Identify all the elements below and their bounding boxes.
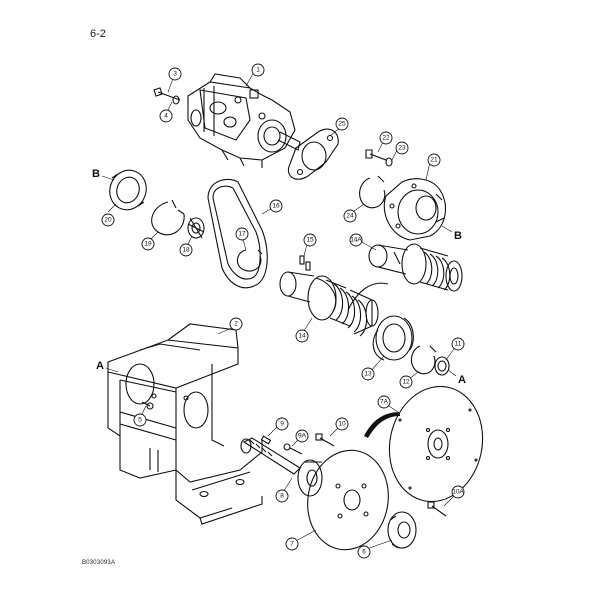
key-part-9	[260, 435, 272, 445]
snap-ring-part-24	[359, 175, 386, 209]
retaining-ring-part-17	[236, 249, 263, 272]
svg-text:17: 17	[238, 231, 246, 238]
set-screws-part-15	[299, 255, 311, 271]
frame-part-2	[107, 323, 263, 525]
callout-11: 11	[451, 337, 465, 351]
callout-7a: 7A	[377, 395, 391, 409]
callout-15: 15	[303, 233, 317, 247]
callout-25: 25	[335, 117, 349, 131]
washer-part-23	[385, 157, 393, 167]
callout-19: 19	[141, 237, 155, 251]
svg-text:21: 21	[430, 157, 438, 164]
bolt-part-22	[365, 149, 387, 161]
callout-2: 2	[229, 317, 243, 331]
hub-part-6	[387, 511, 417, 549]
drive-belt-part-16	[207, 178, 268, 289]
callout-16: 16	[269, 199, 283, 213]
callout-14: 14	[295, 329, 309, 343]
svg-text:18: 18	[182, 247, 190, 254]
svg-text:6: 6	[362, 549, 366, 556]
reference-letter-a-right: A	[458, 374, 466, 386]
belt-loop-arc	[347, 282, 389, 311]
callout-9a: 9A	[295, 429, 309, 443]
bolt-part-10a	[427, 501, 447, 517]
callout-4: 4	[159, 109, 173, 123]
svg-text:10A: 10A	[452, 489, 464, 496]
svg-text:11: 11	[455, 341, 462, 348]
svg-text:22: 22	[382, 135, 390, 142]
hydraulic-pump-part-1	[187, 73, 301, 168]
svg-text:9A: 9A	[298, 433, 307, 440]
snap-ring-part-12	[410, 345, 437, 375]
callout-18: 18	[179, 243, 193, 257]
callout-13: 13	[361, 367, 375, 381]
svg-text:7: 7	[290, 541, 294, 548]
svg-text:20: 20	[104, 217, 112, 224]
gasket-part-25	[288, 128, 339, 180]
svg-text:23: 23	[398, 145, 406, 152]
svg-text:7A: 7A	[380, 399, 389, 406]
reference-letter-b-right: B	[454, 230, 462, 242]
svg-text:1: 1	[256, 67, 260, 74]
bolt-part-5	[141, 401, 154, 410]
flex-plate-part-7	[307, 449, 389, 551]
svg-text:5: 5	[138, 417, 142, 424]
callout-6: 6	[357, 545, 371, 559]
callout-20: 20	[101, 213, 115, 227]
svg-text:12: 12	[402, 379, 410, 386]
svg-text:8: 8	[280, 493, 284, 500]
svg-text:9: 9	[280, 421, 284, 428]
callout-1: 1	[251, 63, 265, 77]
callout-7: 7	[285, 537, 299, 551]
washer-part-4	[172, 95, 180, 105]
callout-9: 9	[275, 417, 289, 431]
bolt-part-3	[153, 87, 181, 101]
callout-12: 12	[399, 375, 413, 389]
seal-part-11	[434, 356, 450, 376]
reference-letter-a-left: A	[96, 360, 104, 372]
callout-24: 24	[343, 209, 357, 223]
callout-22: 22	[379, 131, 393, 145]
callout-10a: 10A	[451, 485, 465, 499]
page-label: 6-2	[90, 28, 106, 40]
pulley-shaft-part-14	[279, 271, 379, 337]
reference-letters: B B A A	[92, 168, 466, 386]
flex-plate-part-7a	[388, 385, 484, 503]
callout-17: 17	[235, 227, 249, 241]
flange-housing-part-21	[383, 178, 446, 241]
bolt-part-9a	[283, 443, 303, 455]
bearing-part-13	[372, 315, 414, 361]
callout-14a: 14A	[349, 233, 363, 247]
svg-text:13: 13	[364, 371, 372, 378]
pulley-shaft-part-14a	[368, 243, 463, 292]
svg-text:10: 10	[338, 421, 346, 428]
svg-text:14A: 14A	[350, 237, 362, 244]
snap-ring-part-19	[151, 199, 185, 236]
reference-letter-b-left: B	[92, 168, 100, 180]
bolt-part-10	[315, 433, 335, 447]
bearing-part-18	[187, 217, 205, 239]
callout-21: 21	[427, 153, 441, 167]
svg-text:24: 24	[346, 213, 354, 220]
svg-text:14: 14	[298, 333, 306, 340]
svg-text:15: 15	[306, 237, 314, 244]
svg-text:19: 19	[144, 241, 152, 248]
curved-arrow	[364, 412, 400, 438]
callout-3: 3	[168, 67, 182, 81]
callout-10: 10	[335, 417, 349, 431]
svg-text:3: 3	[173, 71, 177, 78]
svg-text:2: 2	[234, 321, 238, 328]
figure-code: B0303093A	[82, 560, 116, 566]
callout-5: 5	[133, 413, 147, 427]
svg-text:25: 25	[338, 121, 346, 128]
svg-text:4: 4	[164, 113, 168, 120]
callout-8: 8	[275, 489, 289, 503]
svg-text:16: 16	[272, 203, 280, 210]
callout-23: 23	[395, 141, 409, 155]
shaft-part-8	[240, 437, 323, 497]
callouts: 1 3 4 25 22 23 21 24 20 19 18 17 16 15 1…	[101, 63, 465, 559]
seal-part-20	[109, 169, 147, 211]
